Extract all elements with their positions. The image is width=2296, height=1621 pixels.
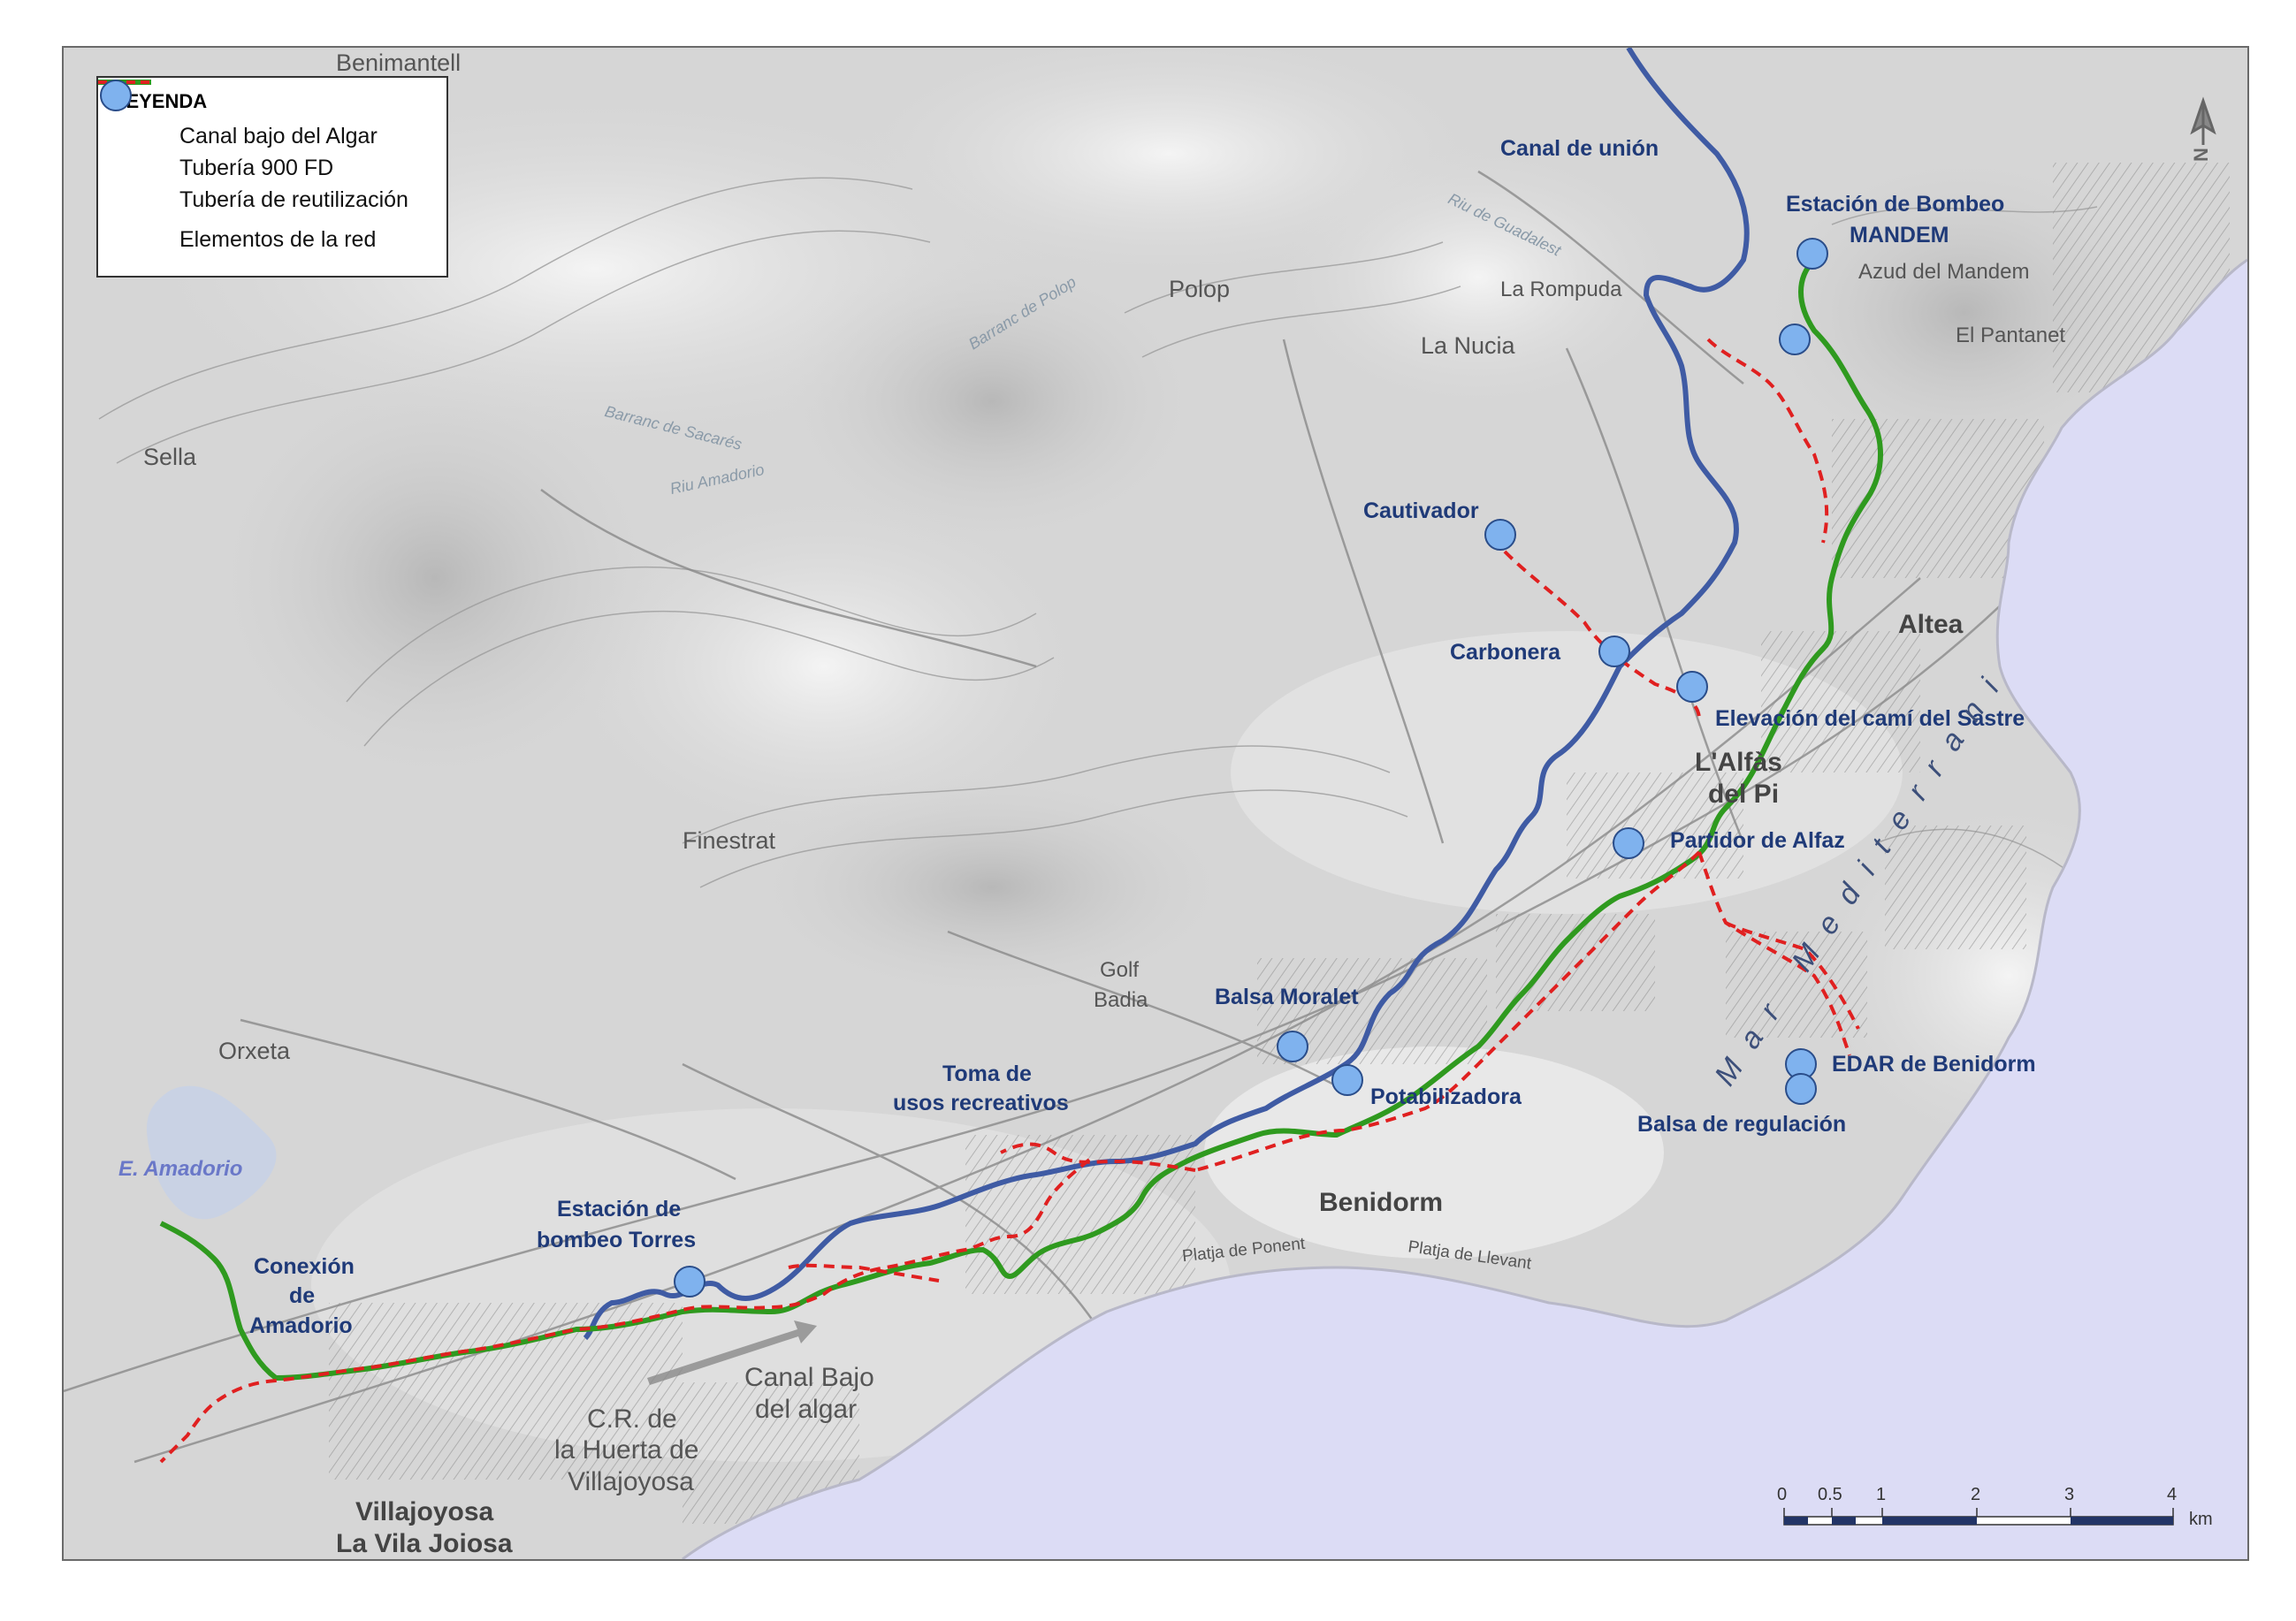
- label-canal-union: Canal de unión: [1500, 136, 1659, 161]
- sea: [683, 260, 2247, 1559]
- label-bombeo-mandem-2: MANDEM: [1850, 223, 1949, 247]
- label-conexion-3: Amadorio: [249, 1313, 353, 1338]
- place-benimantell: Benimantell: [336, 49, 461, 76]
- label-toma-1: Toma de: [942, 1062, 1032, 1086]
- place-el-pantanet: El Pantanet: [1956, 323, 2066, 347]
- place-canal-bajo-1: Canal Bajo: [744, 1363, 874, 1392]
- place-la-rompuda: La Rompuda: [1500, 278, 1622, 301]
- label-balsa-moralet: Balsa Moralet: [1215, 985, 1359, 1009]
- scale-tick-2: 2: [1971, 1485, 1981, 1504]
- place-finestrat: Finestrat: [683, 827, 776, 854]
- label-carbonera: Carbonera: [1450, 640, 1561, 665]
- scale-tick-1: 1: [1876, 1485, 1887, 1504]
- scale-tick-3: 3: [2064, 1485, 2075, 1504]
- legend-label: Elementos de la red: [179, 226, 377, 252]
- place-golf-2: Badia: [1094, 988, 1148, 1012]
- legend-item-elementos: Elementos de la red: [100, 80, 431, 263]
- node-cautivador[interactable]: [1484, 519, 1516, 551]
- place-alfas-2: del Pi: [1708, 780, 1780, 809]
- north-label: N: [2189, 148, 2212, 162]
- flow-arrow: [647, 1320, 817, 1385]
- legend-label: Canal bajo del Algar: [179, 123, 378, 148]
- label-balsa-regulacion: Balsa de regulación: [1637, 1112, 1847, 1137]
- blue-line-icon: [98, 80, 167, 147]
- tuberia-900fd-line: [159, 257, 1883, 1381]
- legend-item-tuberia: Tubería 900 FD: [98, 80, 431, 184]
- place-cr-1: C.R. de: [587, 1404, 677, 1434]
- place-golf-1: Golf: [1100, 958, 1140, 982]
- node-partidor[interactable]: [1613, 827, 1644, 859]
- label-potabilizadora: Potabilizadora: [1370, 1084, 1522, 1109]
- label-toma-2: usos recreativos: [893, 1091, 1069, 1115]
- place-la-nucia: La Nucia: [1421, 332, 1515, 359]
- scale-tick-0: 0: [1777, 1485, 1788, 1504]
- label-bombeo-mandem-1: Estación de Bombeo: [1786, 192, 2005, 217]
- legend: LEYENDA Canal bajo del Algar Tubería 900…: [96, 76, 448, 278]
- node-elevacion[interactable]: [1676, 671, 1708, 703]
- place-cr-2: la Huerta de: [554, 1435, 699, 1465]
- place-alfas-1: L'Alfàs: [1695, 748, 1782, 777]
- node-azud[interactable]: [1779, 323, 1811, 355]
- scale-tick-05: 0.5: [1818, 1485, 1842, 1504]
- label-torres-2: bombeo Torres: [537, 1228, 697, 1252]
- scale-bar: [1783, 1508, 2174, 1526]
- label-edar: EDAR de Benidorm: [1832, 1052, 2036, 1077]
- label-cautivador: Cautivador: [1363, 498, 1479, 523]
- place-orxeta: Orxeta: [218, 1038, 291, 1064]
- canal-bajo-algar-line: [583, 48, 1750, 1341]
- coastline: [682, 258, 2247, 1559]
- place-polop: Polop: [1169, 276, 1231, 302]
- legend-item-reutilizacion: Tubería de reutilización: [98, 80, 431, 216]
- scale-unit: km: [2189, 1510, 2213, 1529]
- green-line-icon: [98, 80, 167, 179]
- urban-areas: [329, 163, 2230, 1524]
- place-villajoyosa-1: Villajoyosa: [355, 1497, 494, 1526]
- place-altea: Altea: [1898, 610, 1964, 639]
- red-dashed-line-icon: [98, 80, 167, 210]
- place-sella: Sella: [143, 444, 197, 470]
- node-mandem[interactable]: [1796, 238, 1828, 270]
- roads: [64, 170, 2247, 1464]
- place-villajoyosa-2: La Vila Joiosa: [336, 1529, 513, 1558]
- node-carbonera[interactable]: [1598, 635, 1630, 667]
- network-nodes: [674, 238, 1828, 1298]
- scale-tick-4: 4: [2167, 1485, 2178, 1504]
- node-balsa-moralet[interactable]: [1277, 1031, 1308, 1062]
- node-balsa-regulacion[interactable]: [1785, 1073, 1817, 1105]
- contour-lines: [98, 177, 2116, 915]
- place-cr-3: Villajoyosa: [568, 1467, 694, 1496]
- place-azud: Azud del Mandem: [1858, 260, 2030, 284]
- label-torres-1: Estación de: [557, 1197, 682, 1221]
- map-canvas[interactable]: [64, 48, 2247, 1559]
- legend-label: Tubería de reutilización: [179, 186, 408, 212]
- node-potabilizadora[interactable]: [1331, 1064, 1363, 1096]
- label-conexion-1: Conexión: [254, 1254, 355, 1279]
- node-torres[interactable]: [674, 1266, 706, 1298]
- place-canal-bajo-2: del algar: [755, 1395, 858, 1424]
- label-elevacion: Elevación del camí del Sastre: [1715, 706, 2025, 731]
- label-conexion-2: de: [289, 1283, 316, 1308]
- north-arrow-icon: [2190, 96, 2216, 145]
- map-frame[interactable]: LEYENDA Canal bajo del Algar Tubería 900…: [62, 46, 2249, 1561]
- place-benidorm: Benidorm: [1319, 1188, 1444, 1217]
- blue-circle-icon: [100, 80, 167, 250]
- place-e-amadorio: E. Amadorio: [118, 1157, 243, 1181]
- amadorio-reservoir: [147, 1085, 277, 1220]
- legend-item-canal: Canal bajo del Algar: [98, 80, 431, 152]
- legend-label: Tubería 900 FD: [179, 155, 334, 180]
- legend-title: LEYENDA: [114, 90, 208, 112]
- label-partidor: Partidor de Alfaz: [1670, 828, 1845, 853]
